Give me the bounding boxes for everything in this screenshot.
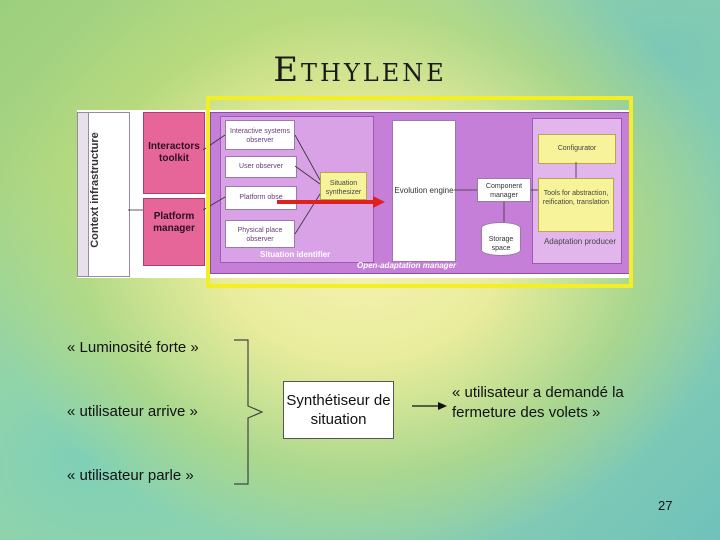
component-manager-box: Component manager	[477, 178, 531, 202]
platform-observer-label: Platform obse	[239, 194, 283, 201]
situation-synthesizer-label: Situation synthesizer	[325, 180, 362, 196]
synthesizer-label: Synthétiseur de situation	[286, 392, 391, 428]
context-infrastructure-box	[88, 112, 130, 277]
input-utilisateur-arrive: « utilisateur arrive »	[67, 403, 198, 420]
platform-manager-box: Platform manager	[143, 198, 205, 266]
open-adaptation-manager-label: Open-adaptation manager	[357, 261, 457, 270]
output-text: « utilisateur a demandé la fermeture des…	[452, 384, 624, 421]
user-observer-label: User observer	[239, 163, 283, 170]
slide-title: Ethylene	[273, 50, 447, 90]
synthesizer-box: Synthétiseur de situation	[283, 381, 394, 439]
configurator-box: Configurator	[538, 134, 616, 164]
configurator-label: Configurator	[557, 145, 597, 152]
physical-place-observer-box: Physical place observer	[225, 220, 295, 248]
red-arrow-head	[373, 196, 385, 208]
interactors-toolkit-box: Interactors toolkit	[143, 112, 205, 194]
interactive-systems-observer-box: Interactive systems observer	[225, 120, 295, 150]
situation-identifier-label: Situation identifier	[260, 250, 331, 259]
input-utilisateur-parle: « utilisateur parle »	[67, 467, 194, 484]
page-number: 27	[658, 498, 673, 513]
situation-synthesizer-box: Situation synthesizer	[320, 172, 367, 200]
evolution-engine-box: Evolution engine	[392, 120, 456, 262]
interactive-systems-observer-label: Interactive systems observer	[230, 128, 290, 144]
evolution-engine-label: Evolution engine	[394, 186, 454, 195]
component-manager-label: Component manager	[485, 183, 523, 199]
output-arrow	[412, 402, 447, 410]
physical-place-observer-label: Physical place observer	[237, 227, 283, 243]
interactors-toolkit-label: Interactors toolkit	[148, 141, 200, 164]
user-observer-box: User observer	[225, 156, 297, 178]
input-luminosite: « Luminosité forte »	[67, 339, 199, 356]
grouping-brace	[234, 339, 264, 485]
tools-label: Tools for abstraction, reification, tran…	[542, 190, 610, 206]
platform-manager-label: Platform manager	[153, 211, 195, 234]
platform-observer-box: Platform obse	[225, 186, 297, 210]
storage-space-cylinder: Storage space	[481, 222, 521, 256]
connector-line	[294, 165, 321, 185]
architecture-diagram: Context infrastructure Interactors toolk…	[77, 110, 630, 278]
adaptation-producer-label: Adaptation producer	[543, 237, 617, 246]
highlight-frame	[206, 96, 633, 288]
connector-line	[294, 134, 321, 181]
storage-space-label: Storage space	[488, 236, 514, 252]
tools-box: Tools for abstraction, reification, tran…	[538, 178, 614, 232]
